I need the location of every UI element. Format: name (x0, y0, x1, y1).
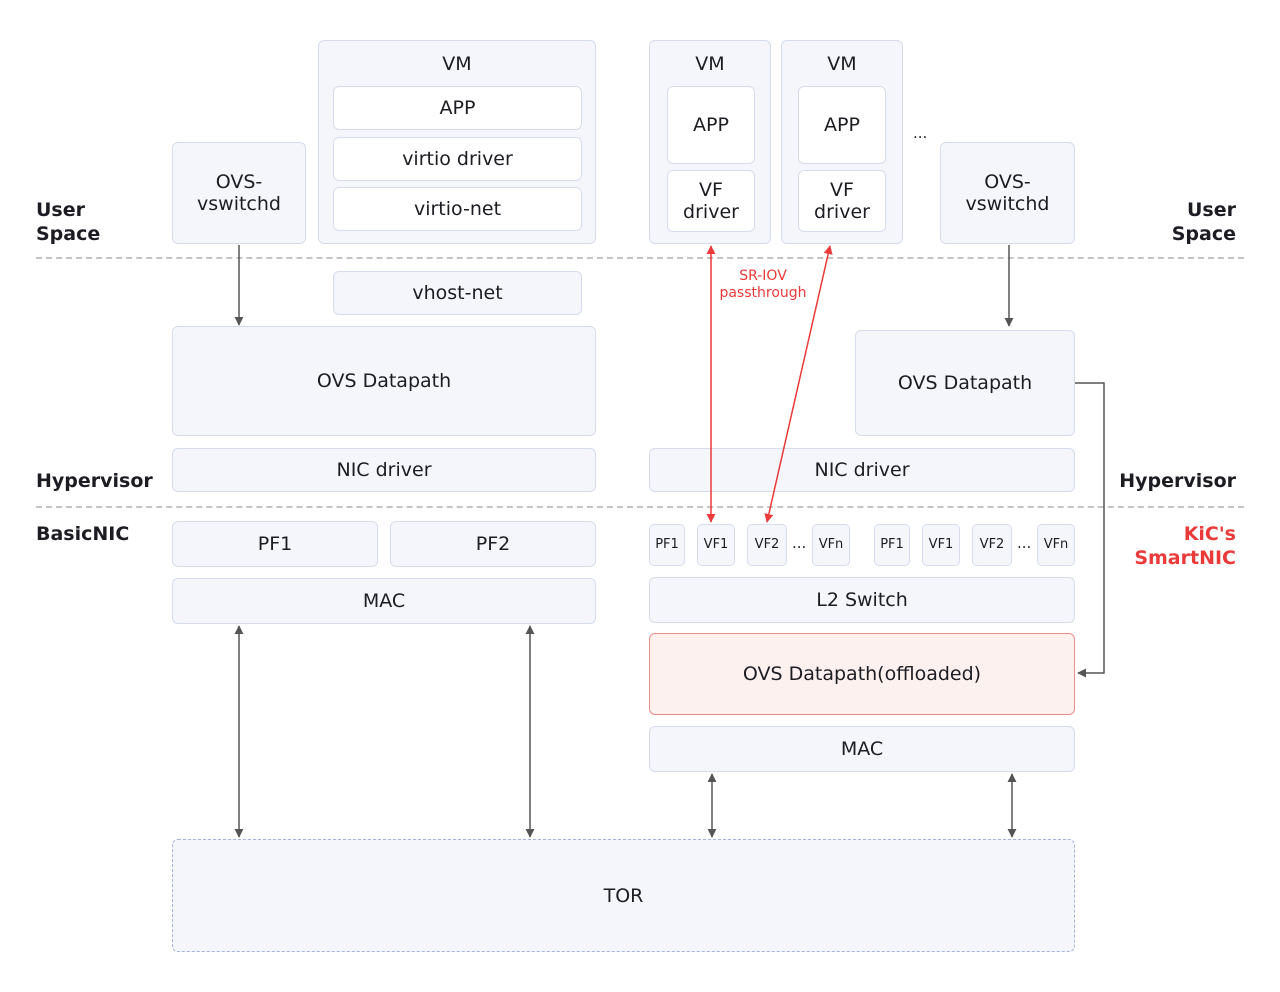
pf1-left: PF1 (172, 521, 378, 567)
nic-driver-left: NIC driver (172, 448, 596, 492)
port-vf2-a: VF2 (747, 524, 787, 566)
hypervisor-separator (36, 506, 1244, 508)
virtio-driver: virtio driver (333, 137, 582, 181)
hypervisor-label-right: Hypervisor (1119, 470, 1236, 492)
vm-right-2-title: VM (827, 53, 857, 75)
arrow-datapath-to-offloaded (1075, 382, 1105, 678)
vf-driver-vm2: VF driver (798, 170, 886, 232)
ovs-vswitchd-right: OVS- vswitchd (940, 142, 1075, 244)
vm-ellipsis: ... (913, 124, 928, 142)
ovs-datapath-left: OVS Datapath (172, 326, 596, 436)
port-vfn-a: VFn (812, 524, 850, 566)
port-ellipsis-a: ... (792, 534, 807, 552)
port-vf1-b: VF1 (922, 524, 960, 566)
port-vfn-b: VFn (1037, 524, 1075, 566)
vhost-net: vhost-net (333, 271, 582, 315)
vm-right-1-title: VM (695, 53, 725, 75)
port-pf1-a: PF1 (649, 524, 685, 566)
app-vm1: APP (667, 86, 755, 164)
sriov-arrow-vf2 (764, 245, 833, 523)
l2-switch: L2 Switch (649, 577, 1075, 623)
mac-left: MAC (172, 578, 596, 624)
ovs-datapath-right: OVS Datapath (855, 330, 1075, 436)
user-space-label-right: User Space (1171, 199, 1236, 245)
app-left: APP (333, 86, 582, 130)
ovs-vswitchd-left: OVS- vswitchd (172, 142, 306, 244)
ovs-datapath-offloaded: OVS Datapath(offloaded) (649, 633, 1075, 715)
smartnic-label: KiC's SmartNIC (1134, 523, 1236, 569)
virtio-net: virtio-net (333, 187, 582, 231)
vm-left-title: VM (442, 53, 472, 75)
app-vm2: APP (798, 86, 886, 164)
mac-right: MAC (649, 726, 1075, 772)
vf-driver-vm1: VF driver (667, 170, 755, 232)
port-pf1-b: PF1 (874, 524, 910, 566)
port-ellipsis-b: ... (1017, 534, 1032, 552)
tor-box: TOR (172, 839, 1075, 952)
pf2-left: PF2 (390, 521, 596, 567)
nic-driver-right: NIC driver (649, 448, 1075, 492)
hypervisor-label-left: Hypervisor (36, 470, 153, 492)
user-space-separator (36, 257, 1244, 259)
basicnic-label: BasicNIC (36, 523, 130, 545)
port-vf2-b: VF2 (972, 524, 1012, 566)
port-vf1-a: VF1 (697, 524, 735, 566)
user-space-label-left: User Space (36, 199, 101, 245)
